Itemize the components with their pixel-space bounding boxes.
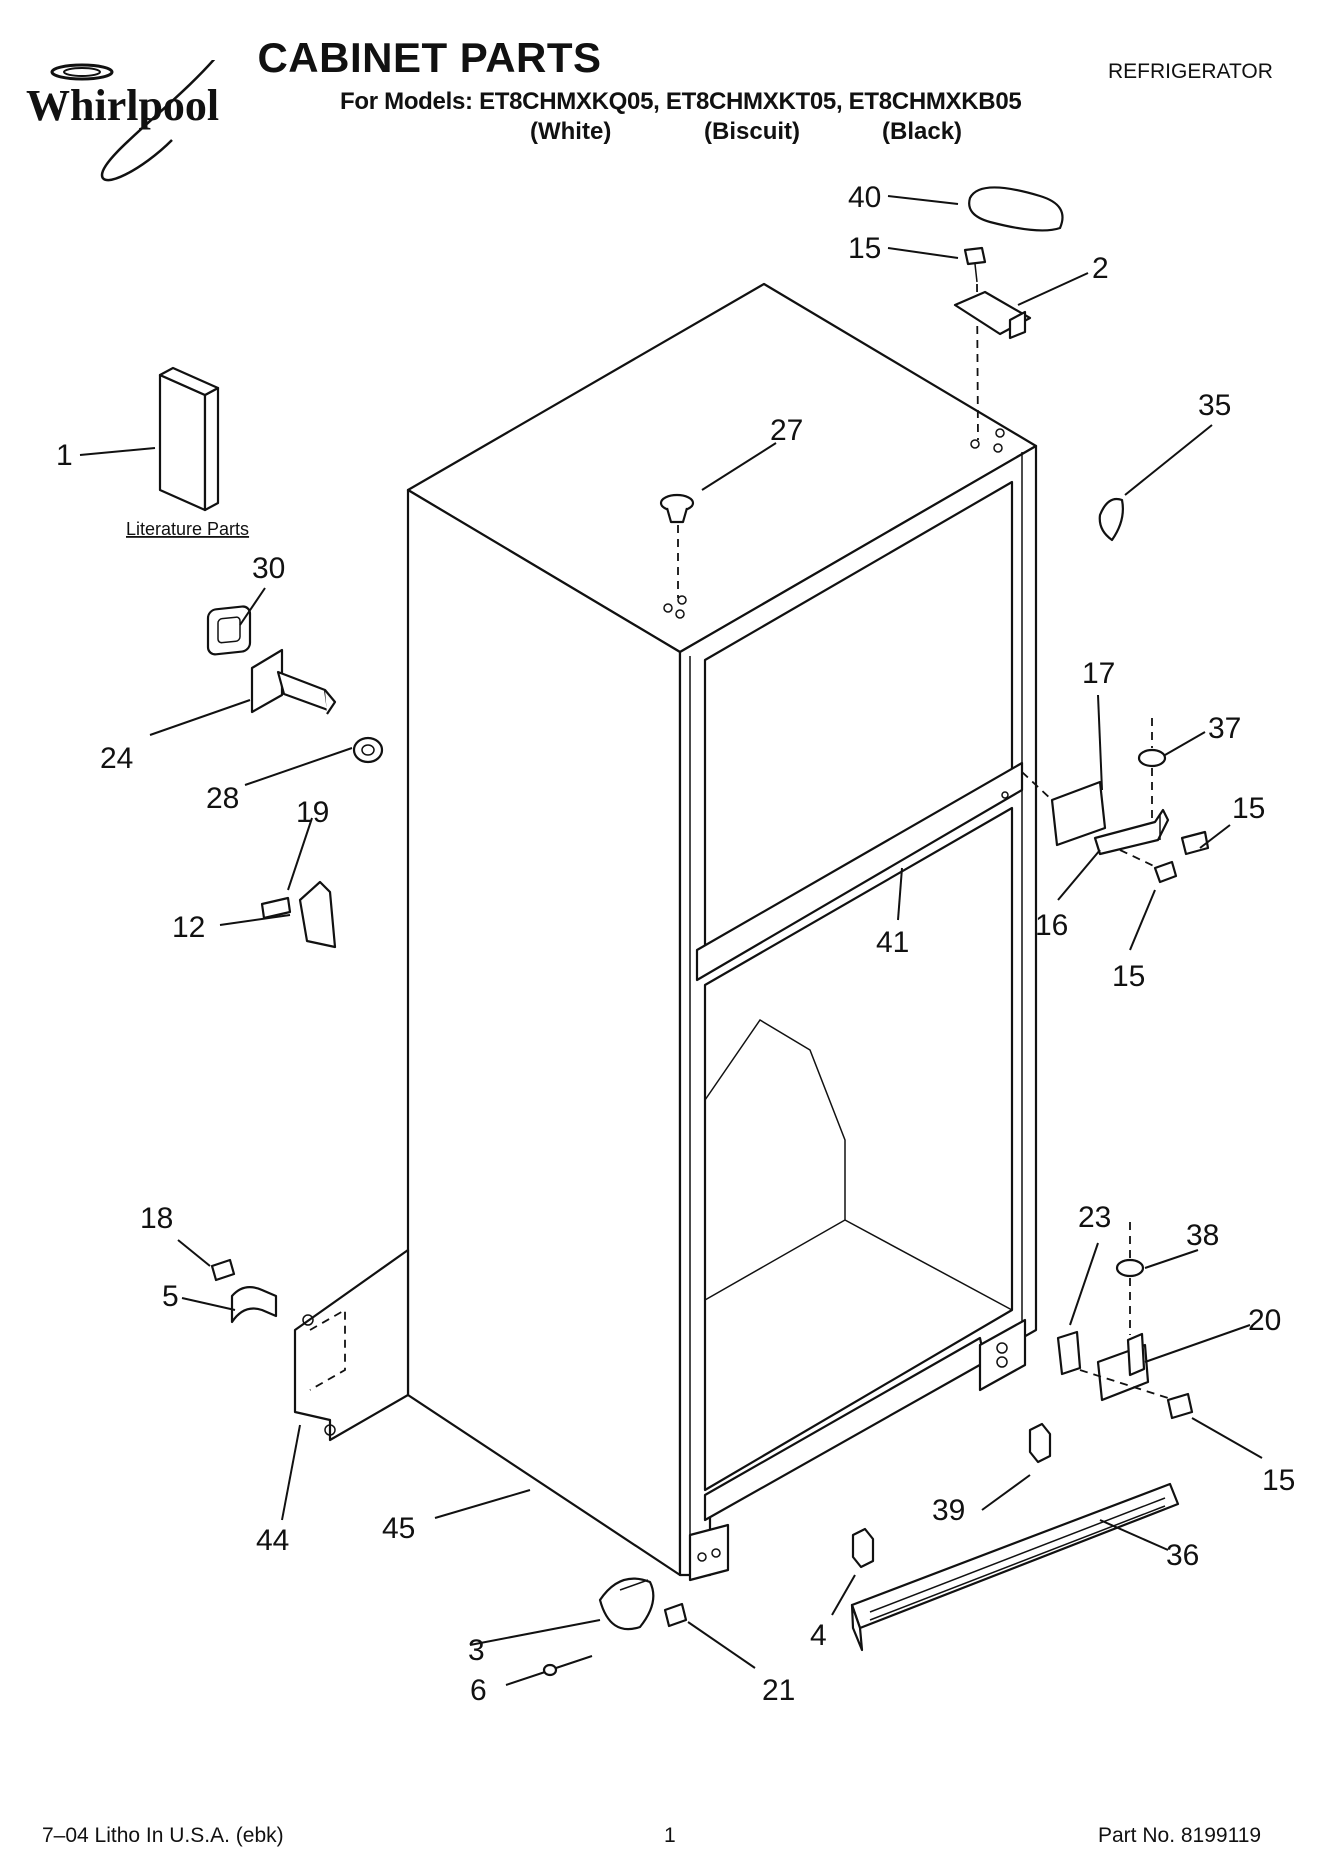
category-label: REFRIGERATOR bbox=[1108, 60, 1273, 83]
callout-6: 6 bbox=[470, 1674, 487, 1707]
toe-grille-clip-left bbox=[851, 1527, 875, 1569]
hinge-screw-top bbox=[963, 246, 987, 441]
hinge-spacer bbox=[1137, 718, 1167, 820]
bottom-hinge bbox=[1079, 1332, 1169, 1402]
callout-24: 24 bbox=[100, 742, 133, 775]
cabinet-plug bbox=[659, 493, 695, 598]
models-line: For Models: ET8CHMXKQ05, ET8CHMXKT05, ET… bbox=[340, 88, 1022, 115]
leveling-leg bbox=[598, 1577, 655, 1631]
leveling-screw bbox=[663, 1602, 688, 1628]
page-title: CABINET PARTS bbox=[257, 34, 602, 81]
square-grommet bbox=[206, 605, 252, 656]
finish-black: (Black) bbox=[882, 118, 963, 145]
callout-18: 18 bbox=[140, 1202, 173, 1235]
bottom-hinge-shim bbox=[1056, 1330, 1082, 1376]
whirlpool-logo: Whirlpool bbox=[26, 60, 219, 182]
toe-grille-clip-right bbox=[1028, 1422, 1052, 1464]
center-hinge bbox=[1093, 808, 1170, 856]
callout-3: 3 bbox=[468, 1634, 485, 1667]
callout-21: 21 bbox=[762, 1674, 795, 1707]
callout-15-top: 15 bbox=[848, 232, 881, 265]
callout-2: 2 bbox=[1092, 252, 1109, 285]
callout-44: 44 bbox=[256, 1524, 289, 1557]
literature-booklet bbox=[158, 366, 220, 512]
center-hinge-bracket bbox=[1021, 771, 1107, 847]
callout-38: 38 bbox=[1186, 1219, 1219, 1252]
door-clip bbox=[260, 880, 337, 949]
leveling-pin bbox=[542, 1655, 593, 1677]
callout-17: 17 bbox=[1082, 657, 1115, 690]
callout-23: 23 bbox=[1078, 1201, 1111, 1234]
callout-41: 41 bbox=[876, 926, 909, 959]
footer-part-number: Part No. 8199119 bbox=[1098, 1824, 1262, 1847]
callout-28: 28 bbox=[206, 782, 239, 815]
callout-40: 40 bbox=[848, 181, 881, 214]
center-hinge-screw bbox=[1119, 830, 1210, 884]
callout-30: 30 bbox=[252, 552, 285, 585]
callout-15-bottom: 15 bbox=[1262, 1464, 1295, 1497]
callout-39: 39 bbox=[932, 1494, 965, 1527]
callout-35: 35 bbox=[1198, 389, 1231, 422]
finish-biscuit: (Biscuit) bbox=[704, 118, 800, 145]
top-hinge bbox=[953, 290, 1032, 340]
washer bbox=[352, 736, 384, 764]
finish-white: (White) bbox=[530, 118, 612, 145]
callout-15-lower: 15 bbox=[1112, 960, 1145, 993]
bottom-hinge-screw bbox=[1166, 1392, 1194, 1420]
literature-parts-label: Literature Parts bbox=[126, 519, 249, 539]
footer-print-info: 7–04 Litho In U.S.A. (ebk) bbox=[42, 1824, 284, 1847]
mullion-bar bbox=[695, 761, 1024, 982]
callout-16: 16 bbox=[1035, 909, 1068, 942]
toe-grille bbox=[850, 1482, 1180, 1652]
drain-shaft bbox=[250, 648, 337, 715]
hinge-cover bbox=[968, 186, 1064, 232]
callout-4: 4 bbox=[810, 1619, 827, 1652]
footer-page-number: 1 bbox=[664, 1824, 676, 1847]
callout-20: 20 bbox=[1248, 1304, 1281, 1337]
callout-36: 36 bbox=[1166, 1539, 1199, 1572]
brand-name: Whirlpool bbox=[26, 81, 219, 130]
hinge-plug bbox=[1098, 497, 1124, 542]
callout-12: 12 bbox=[172, 911, 205, 944]
cabinet-body bbox=[406, 282, 1038, 1582]
bottom-hinge-spacer bbox=[1115, 1222, 1145, 1335]
leader-lines bbox=[79, 195, 1263, 1686]
callout-15-center: 15 bbox=[1232, 792, 1265, 825]
callout-1: 1 bbox=[56, 439, 73, 472]
callout-27: 27 bbox=[770, 414, 803, 447]
callout-numbers: 40 15 2 35 27 1 30 24 28 19 12 17 37 15 … bbox=[56, 181, 1295, 1707]
callout-5: 5 bbox=[162, 1280, 179, 1313]
callout-45: 45 bbox=[382, 1512, 415, 1545]
callout-19: 19 bbox=[296, 796, 329, 829]
cord-clamp bbox=[210, 1258, 278, 1324]
callout-37: 37 bbox=[1208, 712, 1241, 745]
machine-compartment-cover bbox=[293, 1248, 410, 1442]
